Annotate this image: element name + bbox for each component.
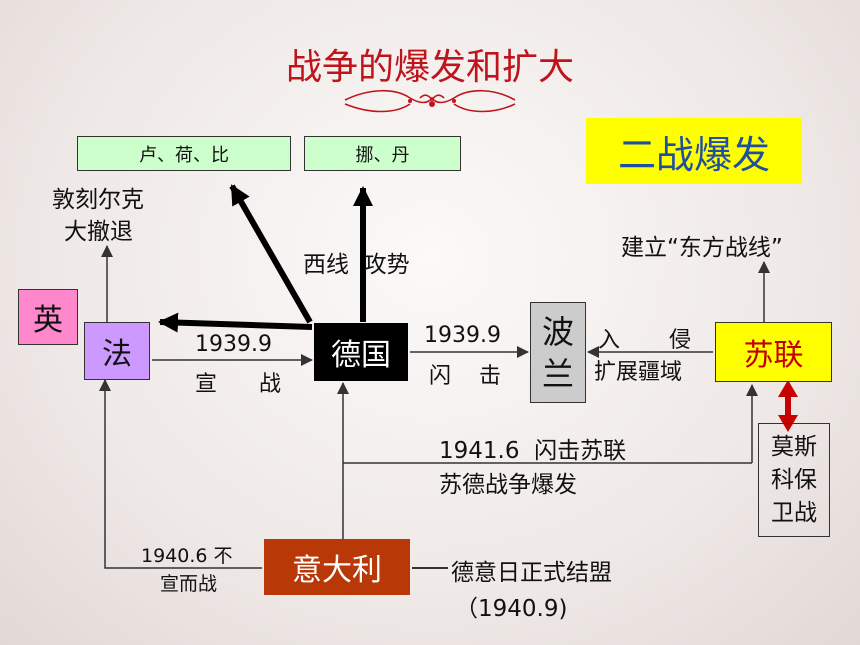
node-ussr: 苏联 [715,322,832,382]
node-lu-he-bi: 卢、荷、比 [77,136,291,171]
node-poland-label-2: 兰 [541,354,574,393]
badge-text: 二战爆发 [617,132,770,177]
node-ussr-label: 苏联 [743,338,804,373]
label-poland-date: 1939.9 [424,323,501,348]
node-moscow-defense: 莫斯 科保 卫战 [758,423,830,537]
war-outbreak-badge: 二战爆发 [586,118,802,184]
label-poland-blitz: 闪 击 [429,364,501,389]
label-east-front: 建立“东方战线” [621,235,783,261]
node-nuo-dan: 挪、丹 [304,136,461,171]
label-axis-pact-date: （1940.9) [455,596,568,622]
node-italy: 意大利 [264,539,410,595]
label-dunkirk-1: 敦刻尔克 [52,187,144,213]
node-france-label: 法 [102,337,132,372]
arrow-west-offensive-northwest [229,184,313,324]
label-dunkirk-2: 大撤退 [64,219,133,245]
label-italy-war-1: 1940.6 不 [141,545,233,567]
label-ussr-expand: 扩展疆域 [594,360,683,385]
node-lu-he-bi-label: 卢、荷、比 [139,144,229,166]
line-italy-to-france [99,379,262,569]
node-england-label: 英 [33,303,63,338]
node-moscow-label-2: 科保 [771,466,817,493]
node-france: 法 [84,322,150,380]
label-blitz-ussr: 1941.6 闪击苏联 [439,438,627,464]
label-france-date: 1939.9 [195,332,272,357]
label-west-offensive: 西线 攻势 [303,252,410,278]
node-germany-label: 德国 [331,338,391,373]
node-nuo-dan-label: 挪、丹 [355,144,410,166]
node-moscow-label-1: 莫斯 [771,433,817,460]
arrow-germany-to-france [158,312,313,333]
label-italy-war-2: 宣而战 [160,573,218,595]
label-ussr-invade: 入 侵 [598,328,691,353]
label-france-declare-war: 宣 战 [195,372,281,397]
node-poland: 波 兰 [530,302,586,403]
label-soviet-german-war: 苏德战争爆发 [439,472,577,498]
node-italy-label: 意大利 [292,553,382,588]
node-england: 英 [18,289,78,345]
node-moscow-label-3: 卫战 [771,499,817,526]
label-axis-pact: 德意日正式结盟 [451,560,612,586]
node-poland-label-1: 波 [541,312,574,351]
node-germany: 德国 [314,323,408,381]
page-title: 战争的爆发和扩大 [285,47,574,88]
